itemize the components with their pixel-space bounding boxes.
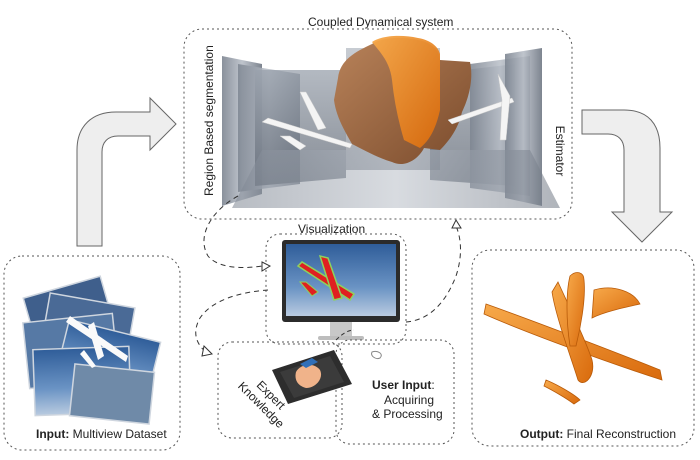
input-label: Input: Multiview Dataset <box>36 427 167 441</box>
visualization-label: Visualization <box>298 222 366 236</box>
flow-arrow-input-to-visualization <box>335 329 355 341</box>
user-input-label: User Input: <box>372 378 435 392</box>
input-box <box>3 255 181 451</box>
user-input-label-bold: User Input <box>372 378 432 392</box>
arrowhead <box>201 344 214 357</box>
flow-arrow-visualization-to-estimator <box>405 225 461 323</box>
output-box <box>471 249 695 447</box>
input-label-rest: Multiview Dataset <box>69 427 167 441</box>
multiview-image-stack <box>21 275 162 425</box>
flow-arrow-system-to-visualization <box>203 195 263 269</box>
output-label-rest: Final Reconstruction <box>563 427 677 441</box>
visualization-box <box>265 233 407 345</box>
arrow-input-to-system <box>76 96 177 247</box>
reconstruction-volume-highlight <box>372 35 440 149</box>
plane-silhouette-left <box>261 91 353 151</box>
arrowhead <box>451 218 462 229</box>
region-segmentation-label: Region Based segmentation <box>202 45 216 196</box>
user-input-box <box>335 339 455 445</box>
coupled-system-label: Coupled Dynamical system <box>308 15 454 29</box>
flow-arrow-visualization-to-expert <box>195 289 269 353</box>
coupled-system-box <box>183 28 573 220</box>
arrow-system-to-output <box>581 109 674 243</box>
processing-label: & Processing <box>372 407 443 421</box>
drawing-tablet <box>272 350 382 404</box>
input-label-bold: Input: <box>36 427 70 441</box>
view-slab <box>232 150 560 208</box>
estimator-label: Estimator <box>553 125 567 177</box>
output-label-bold: Output: <box>520 427 564 441</box>
acquiring-label: Acquiring <box>384 393 435 407</box>
monitor <box>282 240 400 340</box>
output-label: Output: Final Reconstruction <box>520 427 676 441</box>
arrowhead <box>261 261 272 272</box>
expert-knowledge-box <box>217 341 343 439</box>
user-input-label-colon: : <box>431 378 435 392</box>
plane-silhouette-right <box>447 73 515 141</box>
final-reconstruction-plane <box>483 272 663 405</box>
